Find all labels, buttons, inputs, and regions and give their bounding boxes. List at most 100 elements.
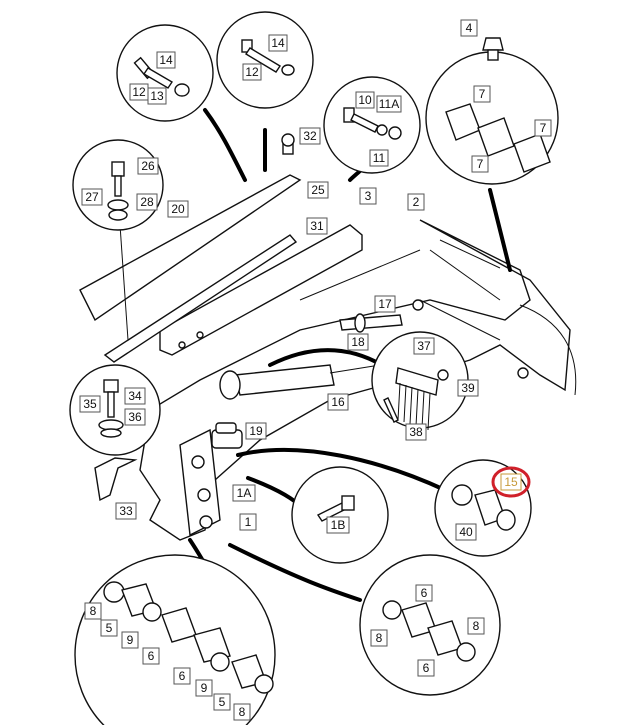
label-33: 33 [115,502,137,520]
label-5-bl-bottom: 5 [213,693,231,711]
svg-text:10: 10 [358,93,372,107]
svg-text:40: 40 [459,525,473,539]
label-8-br-left: 8 [370,629,388,647]
label-17: 17 [374,295,396,313]
label-7-top: 7 [473,85,491,103]
label-9-bl-bottom: 9 [195,679,213,697]
label-8-bl-top: 8 [84,602,102,620]
label-1: 1 [239,513,257,531]
svg-text:25: 25 [311,183,325,197]
svg-text:6: 6 [421,586,428,600]
svg-text:8: 8 [473,619,480,633]
svg-text:35: 35 [83,397,97,411]
svg-text:19: 19 [249,424,263,438]
svg-text:32: 32 [303,129,317,143]
label-15-highlighted: 15 [491,466,531,498]
svg-text:12: 12 [245,65,259,79]
label-26: 26 [137,157,159,175]
svg-text:8: 8 [376,631,383,645]
svg-text:7: 7 [479,87,486,101]
label-1a: 1A [232,484,256,502]
svg-text:28: 28 [140,195,154,209]
svg-text:2: 2 [413,195,420,209]
label-12-right: 12 [242,63,262,81]
svg-text:7: 7 [477,157,484,171]
label-31: 31 [306,217,328,235]
label-5-bl-top: 5 [100,619,118,637]
label-36: 36 [124,408,146,426]
svg-text:14: 14 [271,36,285,50]
label-40: 40 [455,523,477,541]
label-6-br-top: 6 [415,584,433,602]
svg-text:36: 36 [128,410,142,424]
label-13: 13 [147,87,167,105]
label-1b: 1B [326,516,350,534]
label-14-left: 14 [156,51,176,69]
svg-text:13: 13 [150,89,164,103]
svg-text:1B: 1B [331,518,346,532]
label-8-bl-bottom: 8 [233,703,251,721]
svg-text:27: 27 [85,190,99,204]
label-32: 32 [299,127,321,145]
svg-text:17: 17 [378,297,392,311]
label-6-bl-bottom: 6 [173,667,191,685]
label-35: 35 [79,395,101,413]
label-8-br-right: 8 [467,617,485,635]
svg-text:5: 5 [219,695,226,709]
label-28: 28 [136,193,158,211]
label-39: 39 [457,379,479,397]
svg-text:34: 34 [128,389,142,403]
label-2: 2 [407,193,425,211]
svg-text:26: 26 [141,159,155,173]
svg-text:39: 39 [461,381,475,395]
svg-text:4: 4 [466,21,473,35]
svg-text:6: 6 [179,669,186,683]
label-27: 27 [81,188,103,206]
svg-text:1: 1 [245,515,252,529]
svg-text:20: 20 [171,202,185,216]
label-12-left: 12 [129,83,149,101]
label-4: 4 [460,19,478,37]
svg-text:37: 37 [417,339,431,353]
svg-text:9: 9 [201,681,208,695]
label-20: 20 [167,200,189,218]
svg-text:1A: 1A [237,486,252,500]
label-3: 3 [359,187,377,205]
svg-text:11A: 11A [379,97,399,111]
svg-text:8: 8 [90,604,97,618]
svg-text:16: 16 [331,395,345,409]
svg-text:38: 38 [409,425,423,439]
label-19: 19 [245,422,267,440]
label-6-bl-top: 6 [142,647,160,665]
part-labels: 14 12 13 14 12 10 11A 11 32 26 27 28 20 … [79,19,552,721]
svg-text:11: 11 [373,151,386,165]
label-7-bottom: 7 [471,155,489,173]
svg-text:5: 5 [106,621,113,635]
label-38: 38 [405,423,427,441]
svg-text:18: 18 [351,335,365,349]
svg-text:3: 3 [365,189,372,203]
svg-text:7: 7 [540,121,547,135]
label-14-right: 14 [268,34,288,52]
highlight-ring [491,466,531,498]
label-7-right: 7 [534,119,552,137]
label-37: 37 [413,337,435,355]
label-16: 16 [327,393,349,411]
label-25: 25 [307,181,329,199]
label-34: 34 [124,387,146,405]
svg-text:12: 12 [132,85,146,99]
svg-text:9: 9 [127,633,134,647]
label-10: 10 [355,91,375,109]
svg-text:8: 8 [239,705,246,719]
label-6-br-bottom: 6 [417,659,435,677]
label-11a: 11A [376,95,402,113]
hardware-parts [98,37,551,694]
loader-arm-drawing [79,174,577,541]
svg-text:15: 15 [504,475,518,489]
label-9-bl-top: 9 [121,631,139,649]
svg-text:33: 33 [119,504,133,518]
svg-text:14: 14 [159,53,173,67]
label-11: 11 [369,149,389,167]
label-18: 18 [347,333,369,351]
